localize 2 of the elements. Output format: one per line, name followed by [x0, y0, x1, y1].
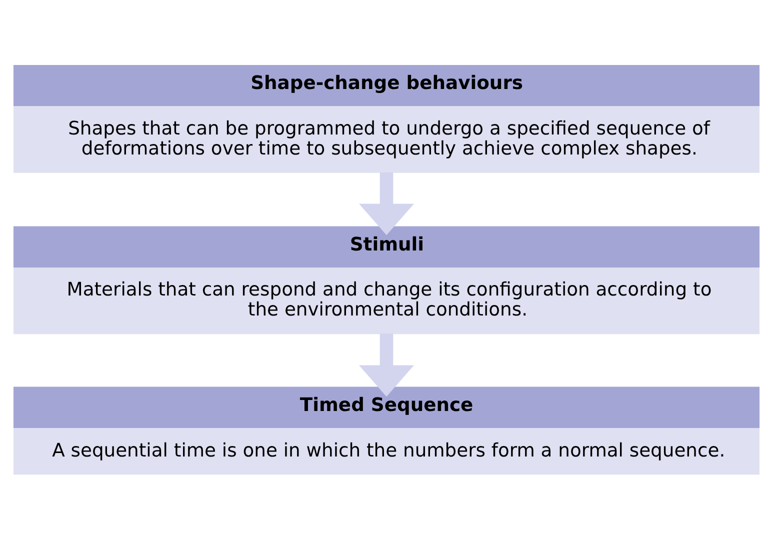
- arrow: [359, 334, 414, 397]
- arrow: [359, 172, 414, 236]
